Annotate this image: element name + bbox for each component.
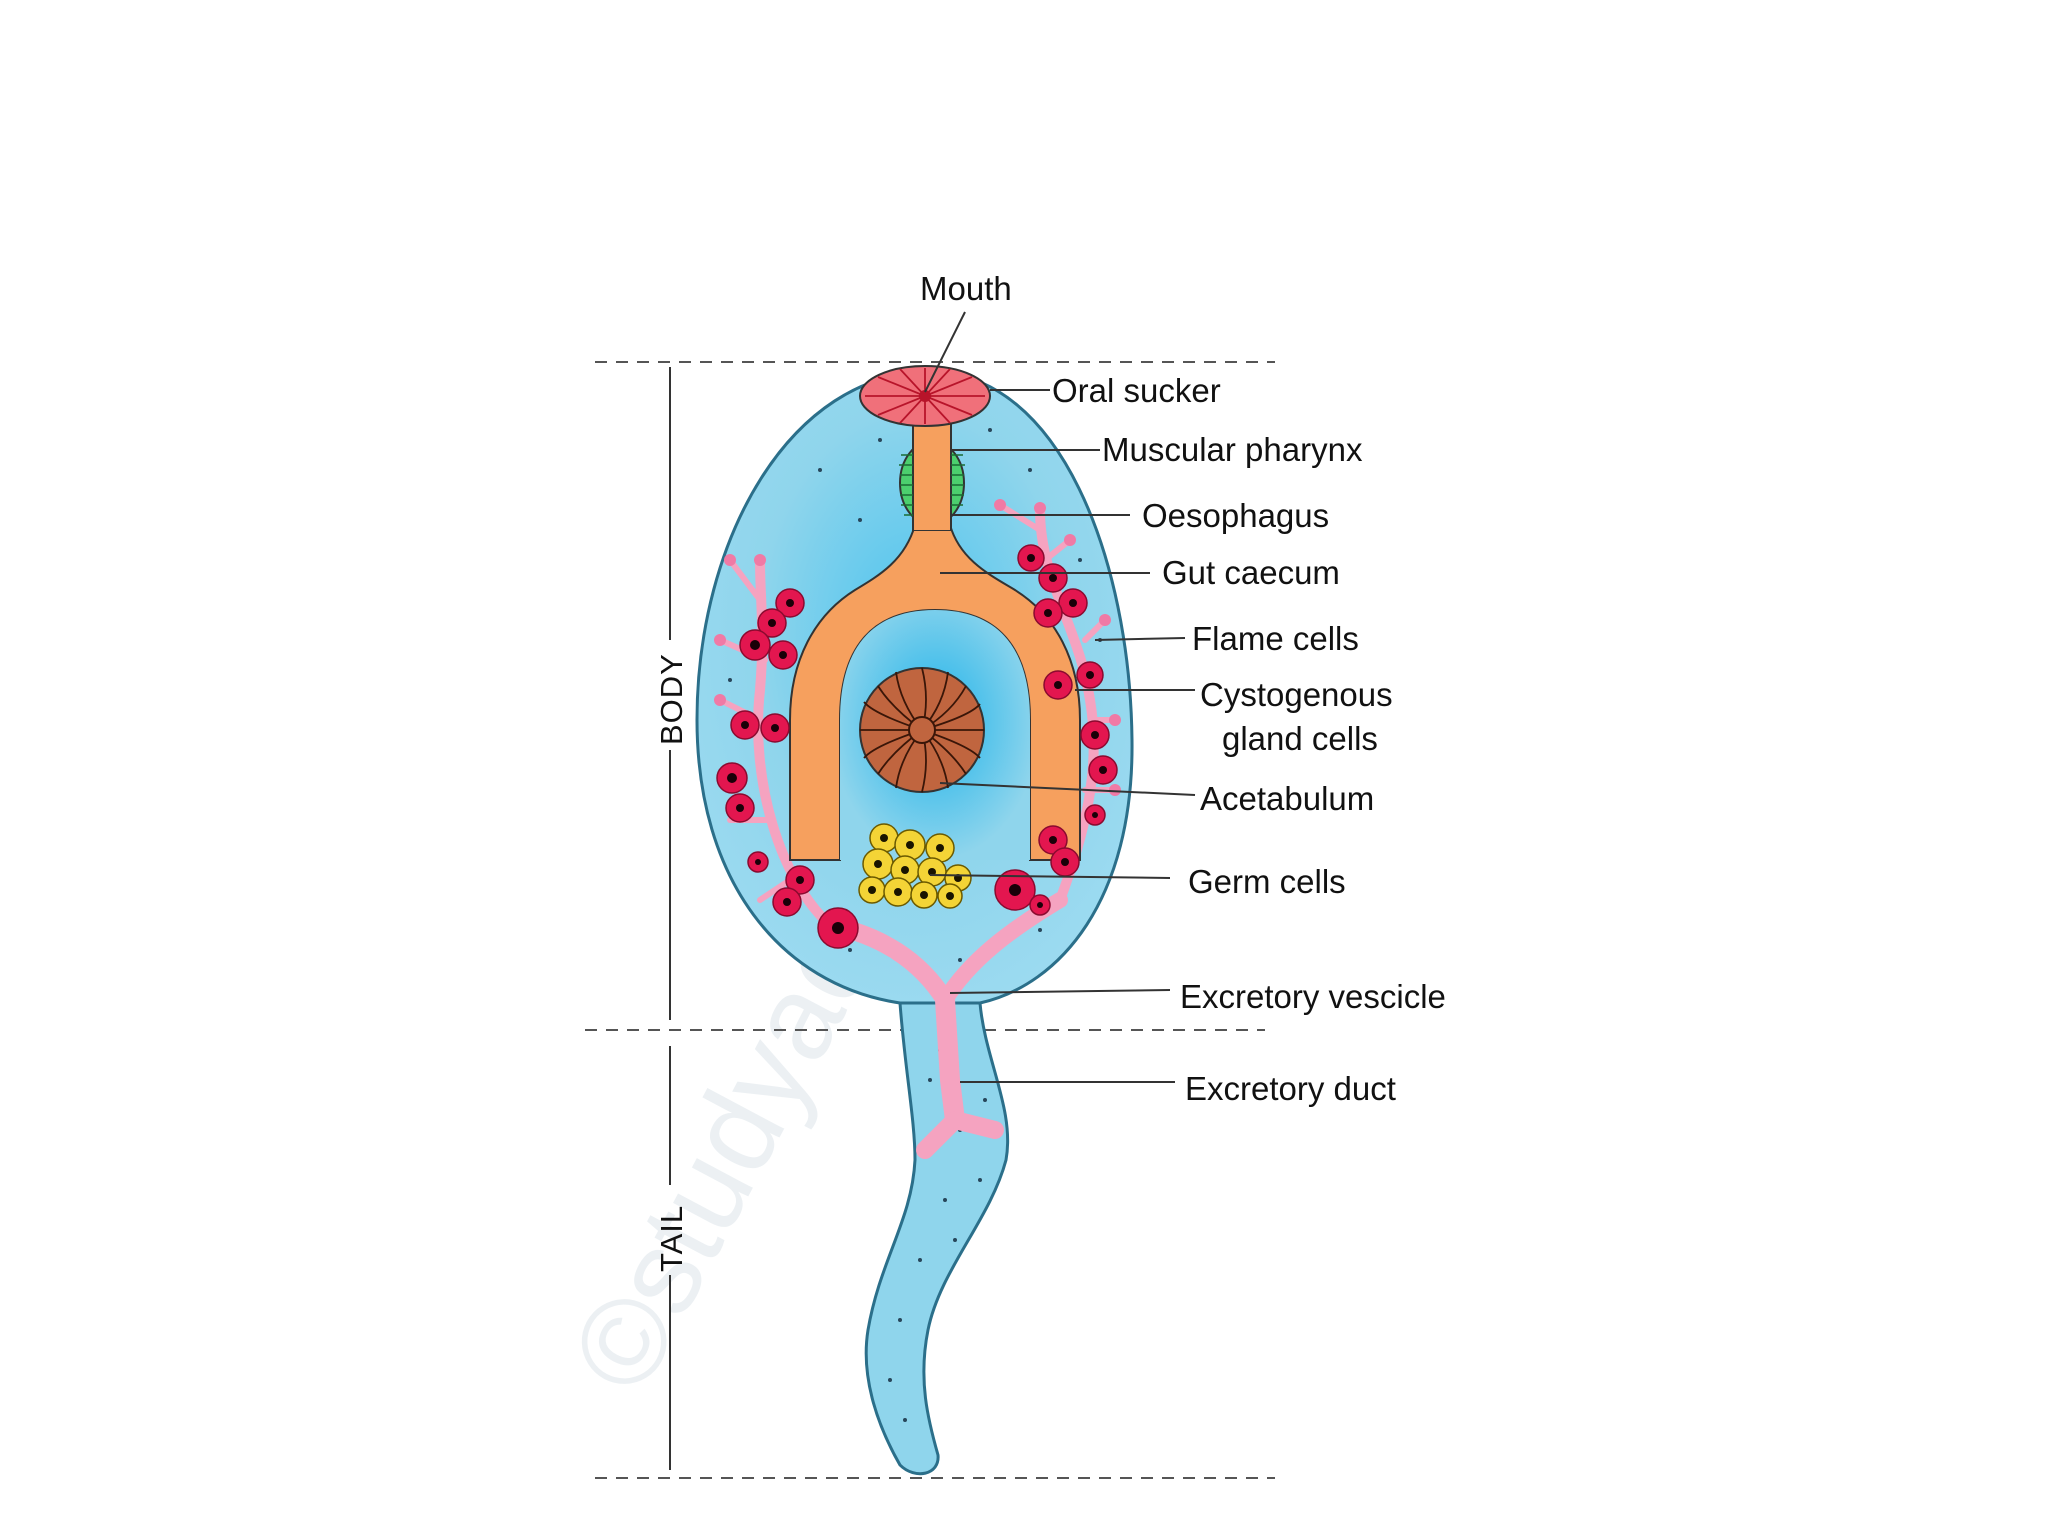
label-acetabulum: Acetabulum xyxy=(1200,780,1374,817)
cystogenous-gland-cells xyxy=(716,544,1118,949)
leader-lines xyxy=(924,311,1196,1083)
label-germ-cells: Germ cells xyxy=(1188,863,1346,900)
oral-sucker xyxy=(859,365,991,427)
body-section-label: BODY xyxy=(654,653,689,745)
label-oral-sucker: Oral sucker xyxy=(1052,372,1221,409)
label-cystogenous-line1: Cystogenous xyxy=(1200,676,1393,713)
acetabulum xyxy=(859,667,985,793)
label-muscular-pharynx: Muscular pharynx xyxy=(1102,431,1363,468)
label-mouth: Mouth xyxy=(920,270,1012,307)
tail-bracket: TAIL xyxy=(654,1046,689,1470)
label-cystogenous-line2: gland cells xyxy=(1222,720,1378,757)
flame-cell-tips xyxy=(714,499,1121,796)
label-oesophagus: Oesophagus xyxy=(1142,497,1329,534)
label-excretory-duct: Excretory duct xyxy=(1185,1070,1396,1107)
body-bracket: BODY xyxy=(654,367,689,1020)
muscular-pharynx xyxy=(899,440,965,530)
label-gut-caecum: Gut caecum xyxy=(1162,554,1340,591)
label-excretory-vesicle: Excretory vescicle xyxy=(1180,978,1446,1015)
tail xyxy=(864,1001,1010,1476)
tail-section-label: TAIL xyxy=(654,1205,689,1272)
germ-cells xyxy=(858,823,972,909)
label-flame-cells: Flame cells xyxy=(1192,620,1359,657)
